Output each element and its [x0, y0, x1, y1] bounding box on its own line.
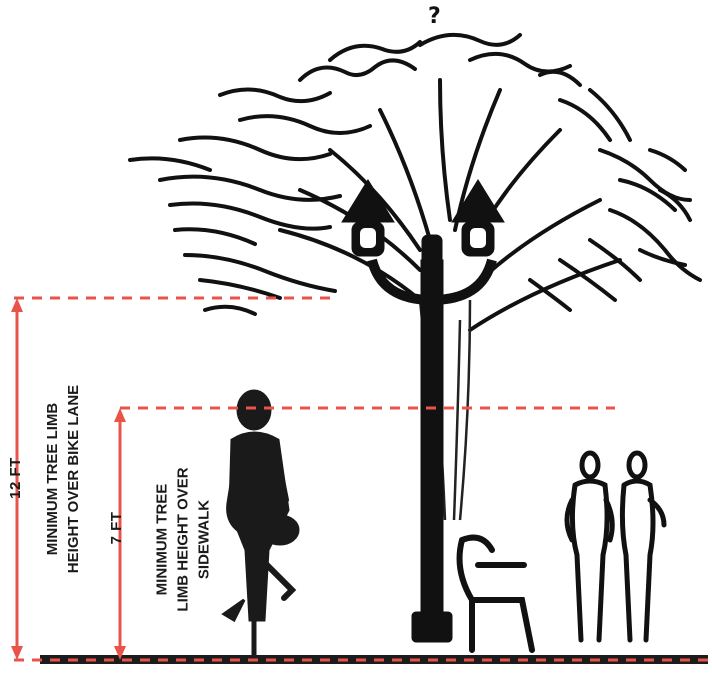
- canopy-question-mark: ?: [428, 4, 441, 29]
- lamp-post: [342, 180, 504, 642]
- bench: [460, 538, 532, 650]
- cyclist-figure: [224, 391, 298, 660]
- tree-canopy: [130, 35, 700, 330]
- dimension-description-bike-lane: MINIMUM TREE LIMB HEIGHT OVER BIKE LANE: [42, 374, 84, 584]
- dimension-lines: [11, 298, 708, 660]
- dimension-height-7ft: 7 FT: [108, 506, 128, 550]
- pedestrians: [567, 453, 664, 640]
- dimension-description-sidewalk: MINIMUM TREE LIMB HEIGHT OVER SIDEWALK: [152, 455, 215, 625]
- dimension-height-12ft: 12 FT: [7, 452, 27, 504]
